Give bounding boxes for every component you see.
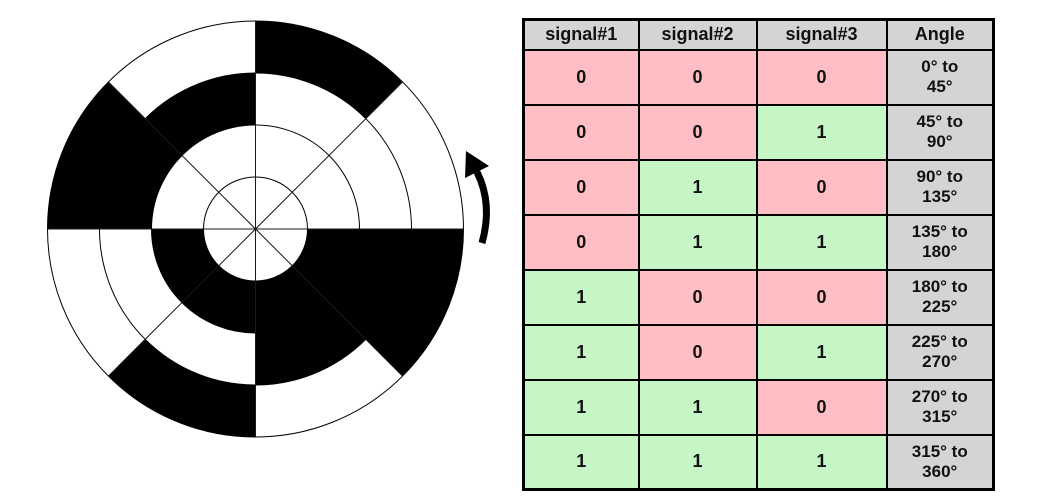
disk-pattern — [47, 20, 464, 438]
column-header-signal3: signal#3 — [755, 18, 888, 51]
disk-black-sector-signal#2 — [145, 73, 256, 156]
disk-black-sector-signal#2 — [255, 302, 366, 385]
disk-black-sector-signal#3 — [255, 20, 403, 119]
signal-value-cell: 0 — [755, 158, 888, 216]
signal-value-cell: 0 — [522, 213, 640, 271]
disk-black-sector-signal#1 — [255, 265, 329, 333]
signal-value-cell: 0 — [637, 48, 758, 106]
column-header-signal2: signal#2 — [637, 18, 758, 51]
disk-black-sector-signal#1 — [151, 229, 219, 303]
disk-black-sector-signal#3 — [365, 229, 464, 377]
disk-spoke-line — [108, 81, 403, 377]
signal-value-cell: 1 — [637, 213, 758, 271]
signal-value-cell: 0 — [755, 48, 888, 106]
signal-value-cell: 0 — [755, 378, 888, 436]
signal-value-cell: 1 — [755, 323, 888, 381]
disk-black-sector-signal#3 — [108, 339, 256, 437]
signal-value-cell: 0 — [637, 103, 758, 161]
rotation-arrow-head — [465, 151, 489, 178]
signal-value-cell: 0 — [522, 48, 640, 106]
encoder-disk — [47, 20, 490, 438]
signal-value-cell: 0 — [637, 268, 758, 326]
signal-value-cell: 1 — [637, 378, 758, 436]
disk-black-sector-signal#2 — [329, 229, 412, 340]
signal-value-cell: 1 — [637, 158, 758, 216]
disk-black-sector-signal#1 — [292, 229, 360, 303]
signal-value-cell: 1 — [522, 268, 640, 326]
signal-value-cell: 1 — [755, 103, 888, 161]
signal-value-cell: 1 — [522, 323, 640, 381]
disk-black-sector-signal#1 — [182, 265, 256, 333]
signal-value-cell: 1 — [637, 433, 758, 491]
disk-black-sector-signal#2 — [99, 118, 182, 229]
signal-value-cell: 0 — [522, 158, 640, 216]
rotation-arrow-shaft — [473, 170, 490, 244]
signal-value-cell: 1 — [522, 378, 640, 436]
signal-value-cell: 0 — [522, 103, 640, 161]
rotation-arrow-icon — [465, 151, 490, 244]
signal-value-cell: 1 — [755, 433, 888, 491]
table-header-row: signal#1 signal#2 signal#3 Angle — [522, 18, 995, 51]
signal-value-cell: 0 — [637, 323, 758, 381]
column-header-signal1: signal#1 — [522, 18, 640, 51]
disk-black-sector-signal#3 — [47, 81, 146, 230]
signal-value-cell: 1 — [755, 213, 888, 271]
signal-value-cell: 0 — [755, 268, 888, 326]
signal-value-cell: 1 — [522, 433, 640, 491]
column-header-angle: Angle — [885, 18, 995, 51]
